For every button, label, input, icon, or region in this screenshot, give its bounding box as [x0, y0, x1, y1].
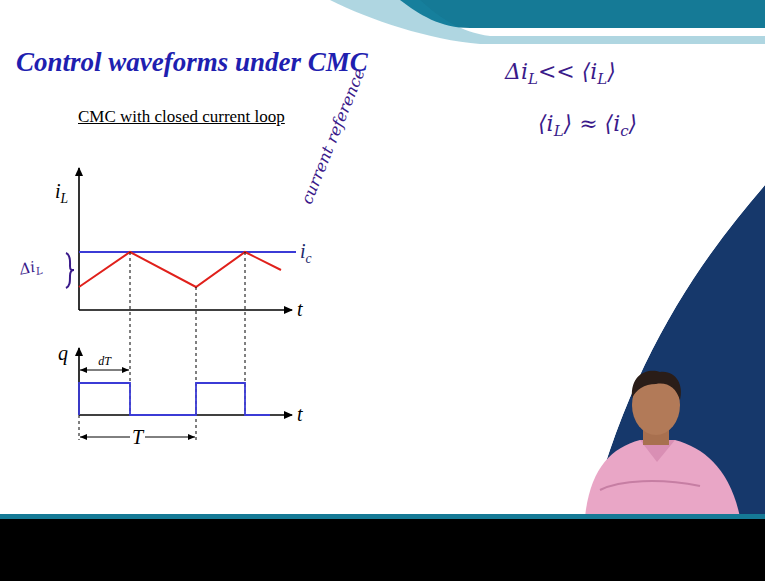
handwritten-note-part: << ⟨i — [538, 59, 597, 84]
signal-label-part: c — [306, 251, 312, 266]
gate-plot — [79, 348, 292, 437]
handwritten-note-part: ⟩ ≈ ⟨i — [564, 111, 621, 136]
footer-bar — [0, 519, 765, 581]
guide-lines — [79, 252, 245, 440]
handwritten-note: current reference — [298, 66, 368, 206]
handwritten-note-part: Δi — [505, 59, 528, 84]
handwritten-note: ⟨iL⟩ ≈ ⟨ic⟩ — [538, 112, 637, 140]
handwritten-note-part: L — [554, 122, 564, 140]
decor-curve-edge — [572, 170, 765, 517]
signal-label-part: i — [300, 240, 306, 262]
axis-label-part: t — [297, 298, 303, 320]
current-plot — [79, 168, 296, 310]
period-label-part: T — [132, 426, 143, 448]
period-label: T — [130, 426, 145, 448]
signal-label: ic — [300, 240, 312, 267]
handwritten-note-part: c — [620, 122, 628, 140]
presenter — [585, 371, 740, 517]
axis-label: iL — [55, 180, 68, 207]
axis-label: t — [297, 403, 303, 425]
handwritten-note-part: ⟩ — [607, 59, 616, 84]
handwritten-note: ΔiL — [18, 257, 44, 280]
handwritten-note-part: ⟩ — [629, 111, 638, 136]
axis-label-part: i — [55, 180, 61, 202]
ripple-brace — [66, 253, 74, 288]
axis-label-part: t — [297, 403, 303, 425]
header-band — [0, 0, 765, 44]
subtitle: CMC with closed current loop — [78, 108, 285, 127]
axis-label: q — [58, 342, 68, 364]
subtitle-part: CMC with closed current loop — [78, 107, 285, 126]
handwritten-note-part: current reference — [297, 66, 369, 207]
handwritten-note: ΔiL<< ⟨iL⟩ — [505, 60, 616, 88]
handwritten-note-part: ⟨i — [538, 111, 554, 136]
handwritten-note-part: L — [35, 265, 44, 277]
handwritten-note-part: L — [597, 70, 607, 88]
slide-title: Control waveforms under CMC — [16, 48, 368, 78]
duty-label-part: dT — [98, 354, 111, 368]
handwritten-note-part: Δi — [18, 258, 37, 279]
axis-label-part: L — [61, 191, 69, 206]
duty-label: dT — [96, 355, 113, 368]
axis-label: t — [297, 298, 303, 320]
handwritten-note-part: L — [528, 70, 538, 88]
footer-line — [0, 514, 765, 519]
axis-label-part: q — [58, 342, 68, 364]
